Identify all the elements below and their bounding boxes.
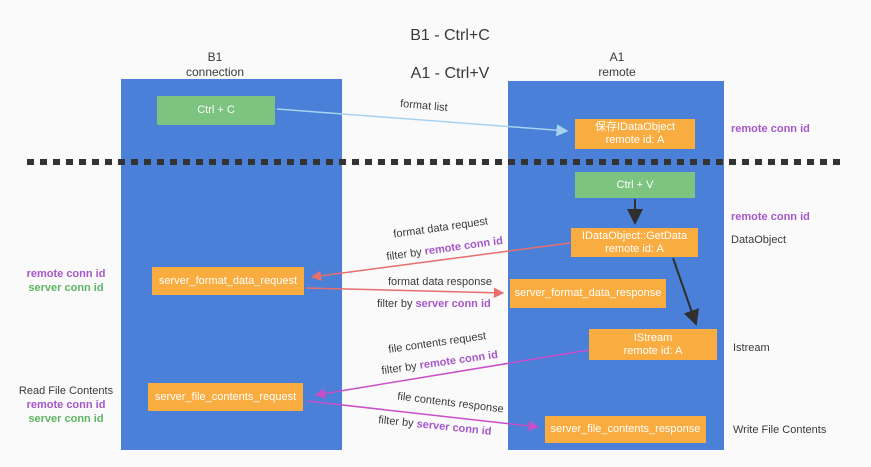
- idataobject-getdata-line2: remote id: A: [605, 242, 664, 255]
- left-lifeline-header-line1: B1: [207, 50, 223, 64]
- diagram-title-line2: A1 - Ctrl+V: [410, 65, 490, 82]
- format-data-response-label: format data response: [388, 276, 492, 288]
- filter-by-text: filter by: [380, 360, 418, 378]
- filter-by-text: filter by: [377, 298, 413, 310]
- istream-box-line1: IStream: [633, 331, 673, 344]
- save-idataobject-box: 保存IDataObject remote id: A: [575, 119, 695, 149]
- left-lifeline-header: B1 connection: [160, 50, 270, 80]
- remote-conn-id-text: remote conn id: [418, 348, 499, 372]
- right-remote-conn-id-label-mid: remote conn id: [731, 211, 810, 223]
- server-conn-id-text: server conn id: [416, 418, 493, 438]
- left-conn-id-group-top: remote conn id server conn id: [16, 267, 116, 295]
- server-format-data-request-box: server_format_data_request: [152, 267, 304, 295]
- filter-by-server-conn-id-label-2: filter by server conn id: [378, 414, 492, 438]
- filter-by-text: filter by: [385, 246, 423, 264]
- server-format-data-response-box: server_format_data_response: [510, 279, 666, 308]
- right-lifeline-header: A1 remote: [562, 50, 672, 80]
- left-server-conn-id-label-top: server conn id: [28, 282, 104, 294]
- server-file-contents-response-label: server_file_contents_response: [550, 423, 701, 435]
- remote-conn-id-text: remote conn id: [423, 234, 504, 258]
- server-conn-id-text: server conn id: [415, 298, 491, 310]
- dashed-separator-line: [27, 159, 843, 165]
- left-conn-id-group-bottom: Read File Contents remote conn id server…: [16, 384, 116, 426]
- filter-by-text: filter by: [377, 414, 415, 430]
- idataobject-getdata-box: IDataObject::GetData remote id: A: [571, 228, 698, 257]
- istream-side-label: Istream: [733, 342, 770, 354]
- left-remote-conn-id-label-top: remote conn id: [26, 268, 106, 280]
- left-lifeline-header-line2: connection: [185, 65, 245, 79]
- filter-by-server-conn-id-label-1: filter by server conn id: [377, 298, 491, 310]
- left-remote-conn-id-label-bottom: remote conn id: [26, 399, 106, 411]
- istream-box: IStream remote id: A: [589, 329, 717, 360]
- istream-box-line2: remote id: A: [623, 344, 683, 357]
- ctrl-v-box: Ctrl + V: [575, 172, 695, 198]
- right-remote-conn-id-label-top: remote conn id: [731, 123, 810, 135]
- server-format-data-response-label: server_format_data_response: [514, 287, 662, 299]
- ctrl-c-label: Ctrl + C: [197, 104, 235, 116]
- diagram-title-line1: B1 - Ctrl+C: [410, 27, 490, 44]
- save-idataobject-line1: 保存IDataObject: [594, 121, 676, 133]
- ctrl-c-box: Ctrl + C: [157, 96, 275, 125]
- write-file-contents-label: Write File Contents: [733, 424, 827, 436]
- format-data-request-label: format data request: [392, 215, 489, 241]
- file-contents-response-label: file contents response: [396, 390, 505, 416]
- idataobject-getdata-line1: IDataObject::GetData: [581, 229, 688, 242]
- dataobject-label: DataObject: [731, 234, 787, 246]
- save-idataobject-line2: remote id: A: [605, 134, 665, 146]
- right-lifeline-header-line2: remote: [598, 65, 636, 79]
- ctrl-v-label: Ctrl + V: [616, 178, 654, 191]
- read-file-contents-label: Read File Contents: [18, 385, 114, 397]
- server-file-contents-request-label: server_file_contents_request: [154, 390, 297, 403]
- right-lifeline-header-line1: A1: [609, 50, 625, 64]
- server-file-contents-response-box: server_file_contents_response: [545, 416, 706, 443]
- left-server-conn-id-label-bottom: server conn id: [28, 413, 104, 425]
- server-file-contents-request-box: server_file_contents_request: [148, 383, 303, 411]
- server-format-data-request-label: server_format_data_request: [158, 274, 298, 287]
- diagram-title: B1 - Ctrl+C A1 - Ctrl+V: [330, 7, 570, 102]
